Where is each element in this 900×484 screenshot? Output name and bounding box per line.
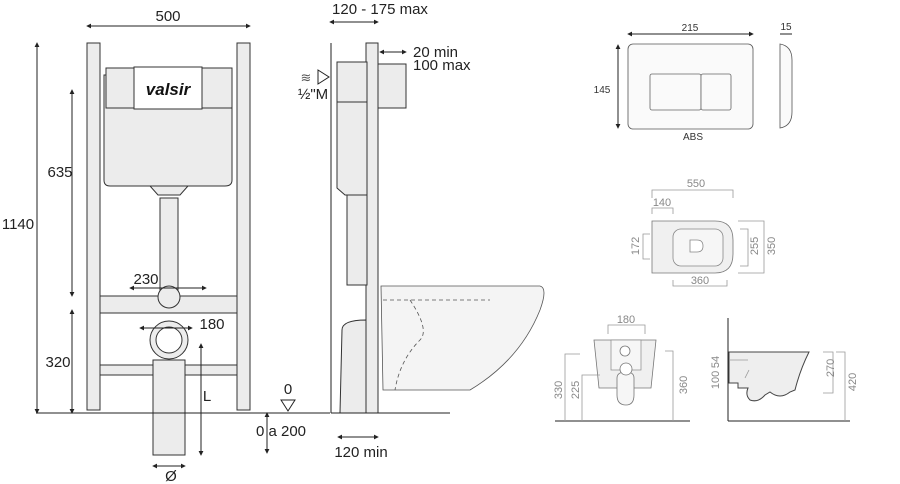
small-flush-button — [700, 73, 732, 111]
plate-thickness-label: 15 — [780, 22, 792, 33]
water-waves-icon: ≋ — [301, 70, 312, 85]
left-frame-post — [86, 42, 101, 411]
bowl-drain-icon — [689, 239, 704, 253]
bowl-length-label: 550 — [687, 178, 705, 190]
bowl-length-dimension — [651, 189, 734, 198]
bracket-height-label: 320 — [45, 354, 70, 371]
depth-min-label: 120 min — [334, 444, 387, 461]
bowl-hidden-lines — [383, 299, 490, 391]
height-270-label: 270 — [825, 359, 837, 377]
bowl-outlet-spigot — [616, 371, 635, 406]
flush-pipe-bend — [157, 285, 181, 309]
valsir-logo-panel — [133, 66, 203, 110]
seat-length-label: 360 — [691, 275, 709, 287]
bowl-side-outline — [728, 351, 810, 402]
plate-height-label: 145 — [594, 85, 611, 96]
fixing-offset-label: 140 — [653, 197, 671, 209]
height-420-label: 420 — [847, 373, 859, 391]
bowl-outlet-hole — [619, 362, 633, 376]
bowl-front-view: 180 330 225 360 — [553, 314, 690, 422]
front-view: 500 valsir 1140 635 320 230 180 L 0 0 a … — [2, 8, 330, 484]
plate-width-label: 215 — [682, 23, 699, 34]
cistern-height-label: 635 — [47, 164, 72, 181]
inlet-valve-housing — [336, 61, 368, 103]
bowl-inlet-hole — [619, 345, 631, 357]
water-inlet-label: ½"M — [298, 86, 328, 103]
total-height-label: 1140 — [2, 216, 34, 233]
seat-width-dimension — [740, 228, 749, 267]
bowl-width-label: 350 — [766, 237, 778, 255]
upper-spacing-label: 230 — [133, 271, 158, 288]
outlet-spacing-dimension — [607, 324, 646, 334]
seat-width-label: 255 — [749, 237, 761, 255]
wall-hung-bowl-outline — [380, 285, 545, 391]
height-225-dimension — [581, 374, 600, 421]
height-360-dimension — [665, 350, 674, 421]
side-frame-post — [365, 42, 379, 414]
height-330-label: 330 — [553, 381, 565, 399]
floor-adjust-label: 0 a 200 — [256, 423, 306, 440]
flush-pipe — [159, 197, 179, 291]
lower-spacing-label: 180 — [199, 316, 224, 333]
fixing-spacing-label: 172 — [630, 237, 642, 255]
plate-material-label: ABS — [683, 132, 703, 143]
height-270-dimension — [823, 351, 834, 394]
height-420-dimension — [836, 351, 846, 421]
length-label: L — [203, 388, 211, 405]
floor-level-triangle-icon — [280, 399, 296, 412]
valsir-logo: valsir — [146, 80, 192, 99]
wall-spacer — [377, 63, 407, 109]
bowl-top-view: 550 140 172 255 350 360 — [630, 178, 778, 287]
side-cistern — [336, 101, 368, 196]
height-330-dimension — [564, 353, 580, 421]
side-flush-pipe — [346, 194, 368, 286]
bowl-side-inner-lines — [730, 359, 750, 379]
wall-min-label: 20 min — [413, 44, 458, 61]
waste-pipe — [152, 359, 186, 456]
depth-range-label: 120 - 175 max — [332, 1, 428, 18]
dim-100-label: 100 — [710, 371, 722, 389]
outlet-spacing-label: 180 — [617, 314, 635, 326]
bowl-side-view: 54 100 270 420 — [710, 318, 859, 422]
height-225-label: 225 — [570, 381, 582, 399]
fixing-spacing-dimension — [642, 233, 650, 260]
plate-side-profile — [779, 43, 793, 129]
floor-level-label: 0 — [284, 381, 292, 398]
diameter-label: Ø — [165, 468, 177, 484]
height-360-label: 360 — [678, 376, 690, 394]
side-waste-bend — [339, 319, 367, 414]
inlet-arrow-icon — [317, 69, 330, 85]
wall-max-label: 100 max — [413, 57, 471, 74]
large-flush-button — [649, 73, 702, 111]
side-view: 120 - 175 max 20 min 100 max ≋ ½"M 120 m… — [298, 1, 545, 461]
right-frame-post — [236, 42, 251, 411]
dim-54-label: 54 — [710, 356, 722, 368]
fixing-offset-dimension — [651, 207, 674, 214]
seat-length-dimension — [672, 280, 728, 287]
bowl-width-dimension — [738, 220, 765, 274]
waste-outlet-inner — [155, 326, 183, 354]
flush-plate-drawing: 215 145 ABS 15 — [594, 22, 793, 143]
width-label: 500 — [155, 8, 180, 25]
